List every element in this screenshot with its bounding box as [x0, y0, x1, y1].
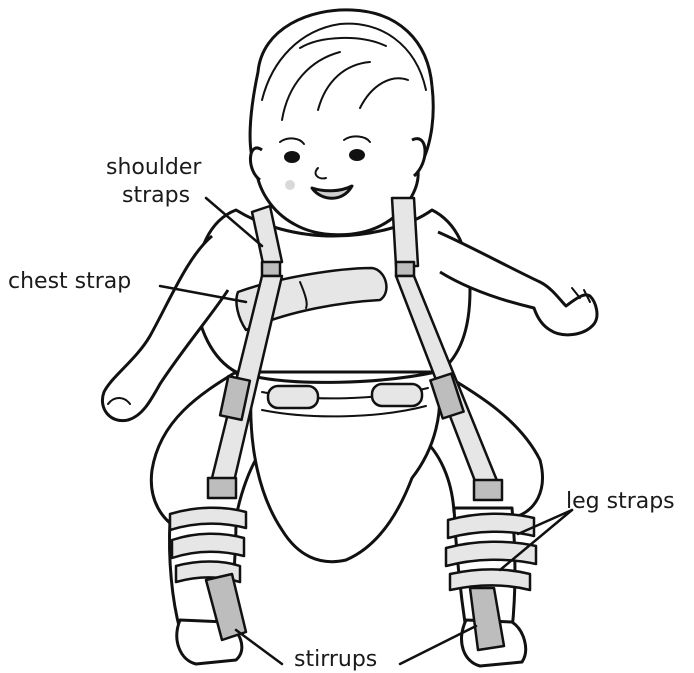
- diaper: [251, 372, 440, 562]
- label-shoulder-line1: shoulder: [106, 155, 202, 180]
- label-chest-strap: chest strap: [8, 269, 131, 294]
- label-shoulder-line2: straps: [122, 183, 190, 208]
- label-leg-straps: leg straps: [566, 489, 675, 514]
- label-stirrups: stirrups: [294, 647, 377, 672]
